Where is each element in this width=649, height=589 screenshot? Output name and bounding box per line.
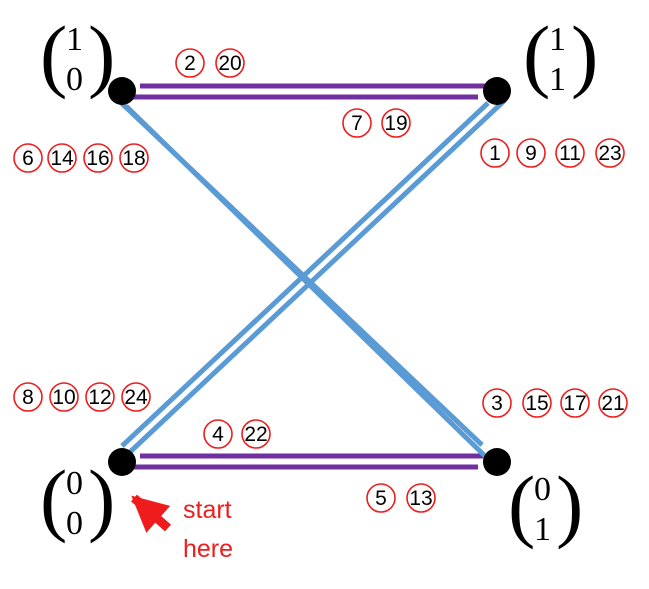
step-label: 14	[50, 147, 74, 170]
svg-text:(: (	[40, 9, 67, 100]
step-label: 2	[184, 52, 196, 75]
vector-bottom-left-bottom: 0	[66, 505, 83, 542]
step-label: 13	[409, 487, 432, 510]
step-label: 1	[489, 142, 501, 165]
arrow-bottom-left-to-top-right	[120, 101, 490, 448]
arrow-top-left-to-bottom-right	[112, 94, 484, 447]
start-arrow	[131, 494, 171, 533]
svg-text:(: (	[508, 459, 535, 550]
step-label: 5	[375, 487, 387, 510]
labels-top-left-diag: 6 14 16 18	[13, 143, 149, 173]
step-label: 20	[218, 52, 241, 75]
step-label: 8	[22, 386, 34, 409]
start-label-line1: start	[183, 496, 232, 524]
labels-top-right-diag: 1 9 11 23	[480, 138, 625, 168]
vector-top-left-bottom: 0	[66, 61, 83, 98]
labels-bottom-right-diag: 3 15 17 21	[482, 388, 628, 418]
start-label-line2: here	[183, 535, 233, 563]
labels-bottom-to-left: 4 22	[203, 419, 271, 449]
step-label: 24	[124, 386, 148, 409]
labels-top-to-left: 2 20	[175, 48, 245, 78]
vector-top-right-top: 1	[549, 21, 566, 58]
step-label: 16	[86, 147, 109, 170]
vector-bottom-right-top: 0	[534, 471, 551, 508]
vector-top-right: ( 1 1 )	[523, 9, 598, 100]
node-top-left	[108, 77, 136, 105]
vector-bottom-left-top: 0	[66, 465, 83, 502]
step-label: 10	[52, 386, 75, 409]
step-label: 15	[525, 392, 548, 415]
vector-bottom-right: ( 0 1 )	[508, 459, 583, 550]
labels-top-to-right: 7 19	[342, 108, 411, 138]
step-label: 19	[384, 112, 407, 135]
vector-top-left-top: 1	[66, 21, 83, 58]
labels-bottom-to-right: 5 13	[366, 483, 436, 513]
svg-text:(: (	[523, 9, 550, 100]
step-label: 22	[244, 423, 267, 446]
node-top-right	[483, 77, 511, 105]
step-label: 6	[22, 147, 34, 170]
svg-text:): )	[88, 453, 115, 544]
step-label: 23	[598, 142, 621, 165]
step-label: 12	[88, 386, 111, 409]
step-label: 3	[491, 392, 503, 415]
svg-text:): )	[556, 459, 583, 550]
step-label: 4	[212, 423, 224, 446]
step-label: 9	[525, 142, 537, 165]
step-label: 21	[601, 392, 624, 415]
step-label: 7	[351, 112, 363, 135]
svg-text:): )	[571, 9, 598, 100]
svg-text:): )	[88, 9, 115, 100]
vector-bottom-right-bottom: 1	[534, 511, 551, 548]
vector-top-right-bottom: 1	[549, 61, 566, 98]
step-label: 11	[559, 142, 581, 165]
vector-top-left: ( 1 0 )	[40, 9, 115, 100]
arrow-top-right-to-bottom-left	[128, 98, 507, 454]
step-label: 17	[563, 392, 586, 415]
svg-text:(: (	[40, 453, 67, 544]
labels-bottom-left-diag: 8 10 12 24	[13, 382, 151, 412]
node-bottom-left	[108, 448, 136, 476]
node-bottom-right	[483, 448, 511, 476]
step-label: 18	[122, 147, 145, 170]
vector-bottom-left: ( 0 0 )	[40, 453, 115, 544]
